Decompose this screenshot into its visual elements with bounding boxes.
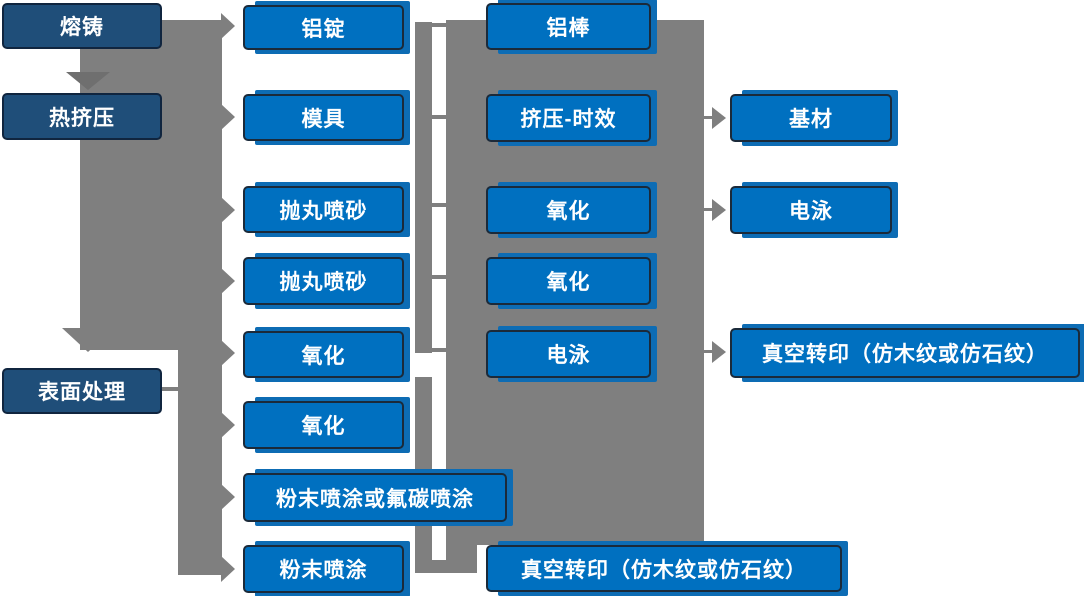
- node-shot-blasting-2: 抛丸喷砂: [243, 257, 404, 305]
- connector-surface-trunk: [178, 345, 222, 575]
- connector-surface-link: [162, 387, 178, 391]
- arrow-right-icon: [221, 104, 235, 130]
- connector-rail-link: [430, 23, 446, 27]
- arrow-right-icon: [221, 340, 235, 366]
- node-oxidation-4: 氧化: [486, 257, 651, 305]
- node-hot-extrusion: 热挤压: [2, 93, 162, 140]
- connector-out-shaft: [703, 116, 713, 119]
- node-base-material: 基材: [730, 94, 892, 142]
- connector-out-shaft: [703, 208, 713, 211]
- connector-rail-link: [430, 203, 446, 207]
- arrow-right-icon: [712, 107, 726, 129]
- arrow-down-icon: [62, 328, 114, 352]
- arrow-right-icon: [221, 13, 235, 39]
- node-oxidation-1: 氧化: [243, 331, 404, 378]
- arrow-right-icon: [221, 412, 235, 438]
- arrow-right-icon: [221, 268, 235, 294]
- node-vacuum-transfer-printing-2: 真空转印（仿木纹或仿石纹）: [730, 328, 1080, 378]
- connector-rail-link: [430, 275, 446, 279]
- connector-left-trunk: [80, 20, 222, 350]
- node-shot-blasting-1: 抛丸喷砂: [243, 186, 404, 233]
- node-surface-treatment: 表面处理: [2, 368, 162, 414]
- node-oxidation-2: 氧化: [243, 401, 404, 449]
- node-melting-casting: 熔铸: [2, 3, 162, 49]
- connector-bottom-join: [415, 560, 477, 573]
- node-oxidation-3: 氧化: [486, 186, 651, 234]
- node-powder-or-fluorocarbon-spraying: 粉末喷涂或氟碳喷涂: [243, 473, 507, 522]
- arrow-right-icon: [221, 556, 235, 582]
- connector-rail-link: [430, 115, 446, 119]
- node-mold: 模具: [243, 94, 404, 141]
- arrow-down-icon: [66, 72, 110, 90]
- node-powder-spraying: 粉末喷涂: [243, 545, 404, 593]
- arrow-right-icon: [712, 199, 726, 221]
- arrow-right-icon: [221, 197, 235, 223]
- connector-rail-link: [430, 348, 446, 352]
- arrow-right-icon: [712, 341, 726, 363]
- connector-rail-upper: [415, 22, 432, 353]
- node-aluminum-ingot: 铝锭: [243, 5, 404, 50]
- arrow-right-icon: [221, 484, 235, 510]
- node-aluminum-rod: 铝棒: [486, 3, 651, 50]
- node-electrophoresis-1: 电泳: [486, 330, 651, 378]
- node-vacuum-transfer-printing-1: 真空转印（仿木纹或仿石纹）: [486, 545, 842, 592]
- node-electrophoresis-2: 电泳: [730, 186, 892, 234]
- connector-out-shaft: [703, 350, 713, 353]
- node-extrusion-aging: 挤压-时效: [486, 94, 651, 142]
